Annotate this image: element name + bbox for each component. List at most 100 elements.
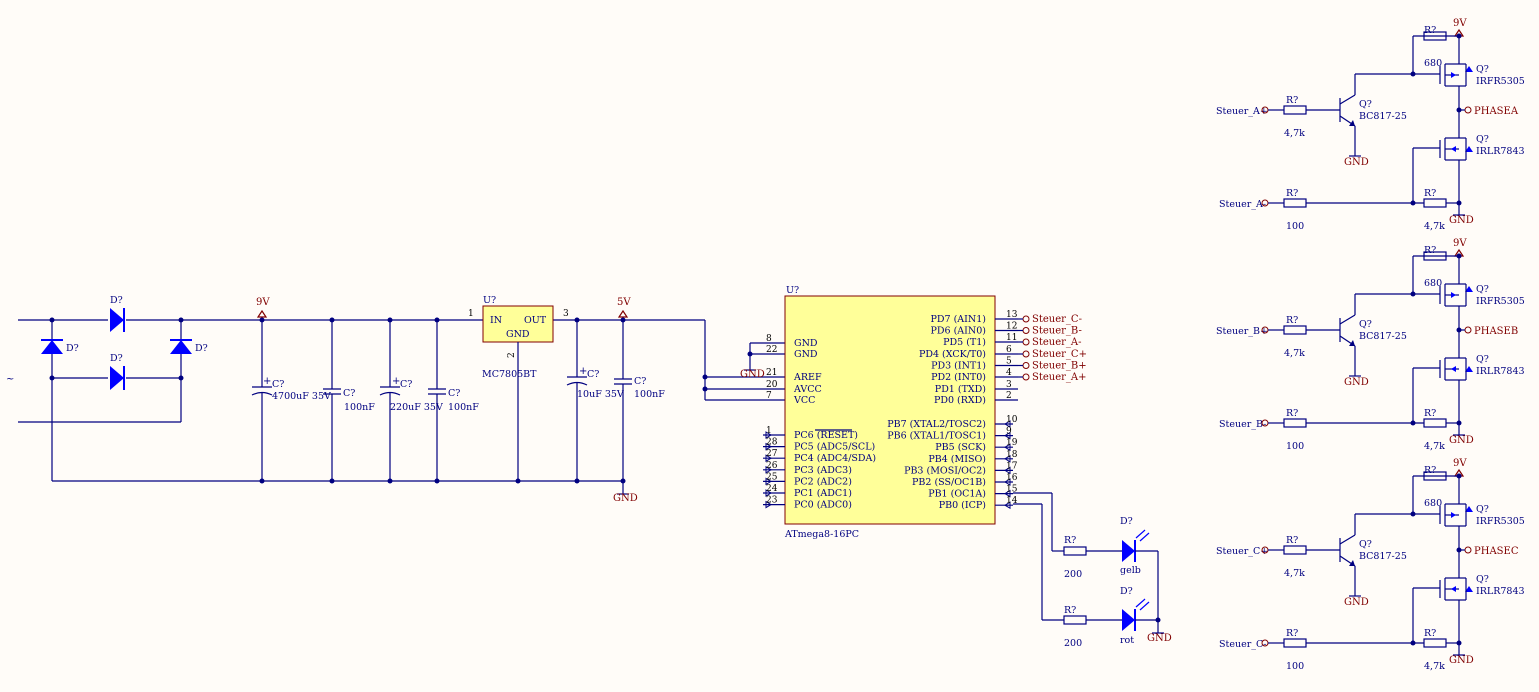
mcu-pin-name: AREF [793, 372, 822, 383]
resistor-value: 680 [1424, 498, 1442, 509]
mcu-pin-number: 7 [766, 391, 772, 401]
phase-supply-label: 9V [1453, 458, 1467, 469]
npn-gnd-label: GND [1344, 597, 1369, 608]
svg-text:220uF 35V: 220uF 35V [390, 402, 443, 413]
mcu-pin-number: 21 [766, 368, 777, 378]
mcu-pin-number: 22 [766, 345, 777, 355]
mcu-pin-number: 1 [766, 426, 772, 436]
phase-input-label: Steuer_A- [1219, 199, 1266, 210]
svg-text:C?: C? [634, 376, 646, 387]
svg-text:100nF: 100nF [634, 389, 665, 400]
mcu-pin-name: PD2 (INT0) [931, 372, 986, 383]
svg-text:GND: GND [506, 329, 530, 340]
ac-input-symbol: ~ [6, 374, 14, 385]
mcu-pin-name: PC3 (ADC3) [794, 465, 852, 476]
mcu-pin-name: PB5 (SCK) [935, 442, 986, 453]
npn-gnd-label: GND [1344, 157, 1369, 168]
phase-driver-2: 9VR?680Q?IRFR5305PHASEBQ?IRLR7843GNDSteu… [1216, 238, 1525, 452]
mcu-pin-number: 17 [1006, 461, 1018, 471]
supply-section: 9V 5V GND + C? 4700uF 35V C? 100nF [52, 297, 705, 504]
mcu-pin-name: PD1 (TXD) [935, 384, 986, 395]
phase-gnd-label: GND [1449, 435, 1474, 446]
svg-text:C?: C? [587, 369, 599, 380]
svg-text:4700uF 35V: 4700uF 35V [272, 391, 331, 402]
resistor-ref: R? [1424, 408, 1436, 419]
led-gelb: D? gelb [1120, 516, 1150, 576]
mcu-pin-name: PD4 (XCK/T0) [919, 349, 986, 360]
svg-text:100nF: 100nF [448, 402, 479, 413]
resistor-ref: R? [1286, 628, 1298, 639]
svg-text:OUT: OUT [524, 315, 547, 326]
mcu-net-label: Steuer_B+ [1032, 361, 1087, 372]
resistor-ref: R? [1286, 408, 1298, 419]
phase-supply-label: 9V [1453, 238, 1467, 249]
resistor-ref: R? [1286, 95, 1298, 106]
mcu-pin-name: PB4 (MISO) [928, 454, 986, 465]
mcu-pin-name: PC2 (ADC2) [794, 476, 852, 487]
phase-supply-label: 9V [1453, 18, 1467, 29]
mosfet-ref: Q? [1476, 354, 1489, 365]
rectifier: ~ D? D? D? D? [6, 295, 262, 481]
svg-text:rot: rot [1120, 635, 1134, 646]
gnd-label-leds: GND [1147, 633, 1172, 644]
resistor-value: 4,7k [1424, 441, 1445, 452]
mcu-pin-number: 19 [1006, 438, 1018, 448]
resistor-ref: R? [1424, 628, 1436, 639]
npn-ref: Q? [1359, 539, 1372, 550]
phase-driver-1: 9VR?680Q?IRFR5305PHASEAQ?IRLR7843GNDSteu… [1216, 18, 1525, 232]
resistor-ref: R? [1286, 535, 1298, 546]
npn-part: BC817-25 [1359, 111, 1407, 122]
mosfet-ref: Q? [1476, 574, 1489, 585]
resistor-value: 680 [1424, 278, 1442, 289]
mcu-pin-number: 9 [1006, 427, 1012, 437]
svg-text:gelb: gelb [1120, 565, 1141, 576]
resistor-ref: R? [1424, 25, 1436, 36]
mosfet-ref: Q? [1476, 284, 1489, 295]
mcu-pin-number: 20 [766, 380, 778, 390]
mosfet-part: IRLR7843 [1476, 146, 1525, 157]
svg-text:ATmega8-16PC: ATmega8-16PC [784, 529, 859, 540]
phase-input-label: Steuer_C- [1219, 639, 1266, 650]
cap-220uf: + C? 220uF 35V [379, 320, 443, 481]
svg-text:D?: D? [1120, 516, 1133, 527]
resistor-ref: R? [1286, 315, 1298, 326]
diode-d4: D? [170, 339, 208, 354]
mcu-pin-name: PC1 (ADC1) [794, 488, 852, 499]
svg-text:R?: R? [1064, 605, 1076, 616]
phase-input-label: Steuer_C+ [1216, 546, 1268, 557]
svg-text:D?: D? [195, 343, 208, 354]
resistor-value: 4,7k [1284, 568, 1305, 579]
phase-gnd-label: GND [1449, 655, 1474, 666]
mcu-pin-name: PD7 (AIN1) [931, 314, 986, 325]
svg-text:+: + [263, 376, 271, 387]
gnd-label-mcu: GND [740, 369, 765, 380]
mcu-pin-name: PC4 (ADC4/SDA) [794, 453, 876, 464]
phase-output-label: PHASEC [1474, 546, 1519, 557]
mcu-pin-number: 28 [766, 438, 778, 448]
mcu-pin-name: PB3 (MOSI/OC2) [904, 465, 986, 476]
phase-output-label: PHASEB [1474, 326, 1518, 337]
cap-4700uf: + C? 4700uF 35V [251, 320, 331, 481]
mcu-net-label: Steuer_C- [1032, 314, 1082, 325]
svg-text:2: 2 [507, 352, 517, 358]
mosfet-part: IRLR7843 [1476, 366, 1525, 377]
phase-driver-3: 9VR?680Q?IRFR5305PHASECQ?IRLR7843GNDSteu… [1216, 458, 1525, 672]
mcu-pin-name: AVCC [793, 384, 822, 395]
svg-text:C?: C? [272, 379, 284, 390]
mcu-pin-number: 8 [766, 334, 772, 344]
mcu-pin-name: PC0 (ADC0) [794, 500, 852, 511]
svg-text:200: 200 [1064, 638, 1082, 649]
mcu-pin-number: 25 [766, 472, 778, 482]
mosfet-part: IRFR5305 [1476, 296, 1525, 307]
phase-output-label: PHASEA [1474, 106, 1519, 117]
svg-text:100nF: 100nF [344, 402, 375, 413]
svg-text:D?: D? [110, 295, 123, 306]
mcu-pin-number: 5 [1006, 357, 1012, 367]
resistor-value: 4,7k [1424, 661, 1445, 672]
cap-100nf-3: C? 100nF [614, 320, 665, 481]
mcu-net-label: Steuer_A- [1032, 337, 1082, 348]
status-leds: R? 200 R? 200 D? gelb D? rot GND [1013, 492, 1172, 649]
resistor-value: 100 [1286, 661, 1304, 672]
svg-text:200: 200 [1064, 569, 1082, 580]
svg-text:C?: C? [343, 388, 355, 399]
